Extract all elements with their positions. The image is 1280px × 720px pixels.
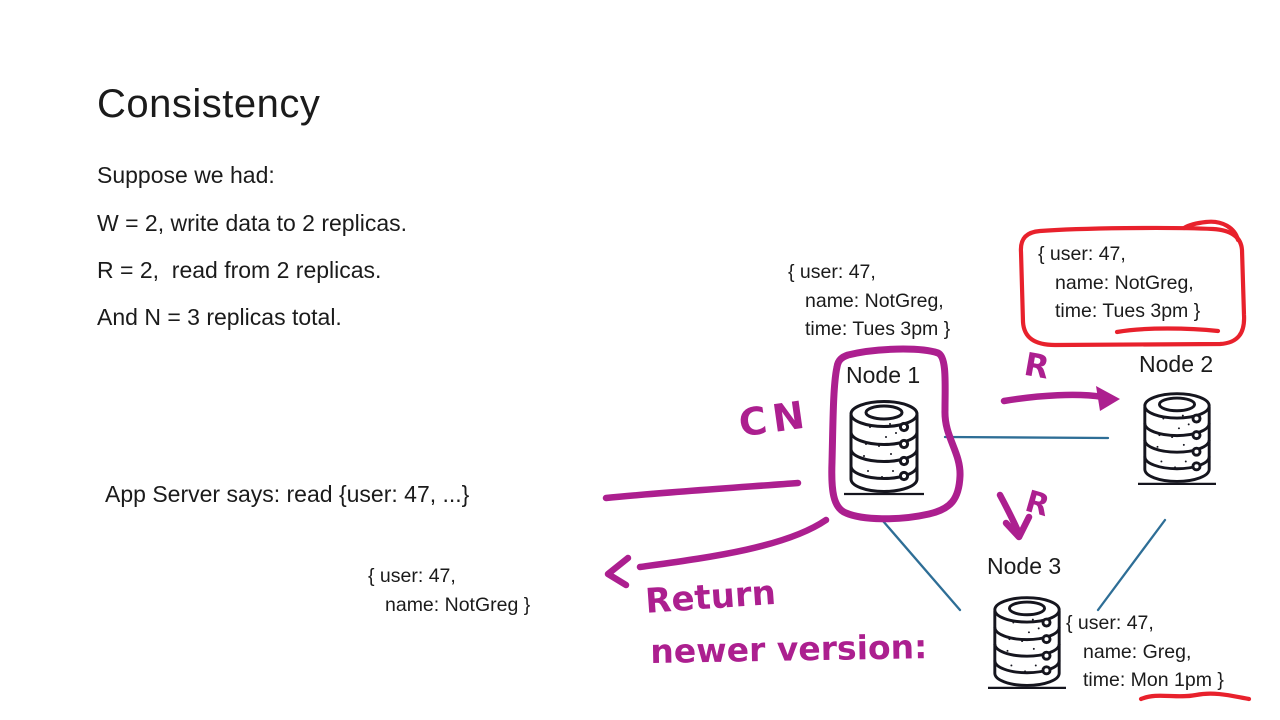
node2-record-line: name: NotGreg,: [1055, 271, 1194, 294]
node1-record-line: time: Tues 3pm }: [805, 318, 951, 340]
tues-3pm-underline: [1114, 326, 1221, 335]
read-label-node2: R: [1021, 345, 1053, 387]
body-line-suppose: Suppose we had:: [97, 162, 275, 188]
database-icon: [988, 596, 1066, 690]
return-arrow-head: [604, 554, 632, 589]
node1-record-line: name: NotGreg,: [805, 289, 944, 312]
node3-record: { user: 47, name: Greg, time: Mon 1pm }: [1066, 609, 1224, 695]
database-icon: [844, 400, 924, 496]
slide-title: Consistency: [97, 82, 321, 126]
connector-node1-node2: [943, 435, 1110, 440]
read-arrow-node2-shaft: [1000, 391, 1107, 405]
return-arrow-shaft: [636, 516, 830, 571]
node3-label: Node 3: [987, 553, 1062, 579]
connector-node2-node3: [1096, 518, 1167, 612]
app-server-to-node1-stroke: [602, 479, 802, 502]
body-line-r: R = 2, read from 2 replicas.: [97, 257, 382, 283]
return-note-line1: Return: [644, 572, 778, 622]
return-note-line2: newer version:: [650, 627, 928, 671]
returned-record-line: name: NotGreg }: [385, 593, 531, 616]
returned-record: { user: 47, name: NotGreg }: [368, 562, 530, 619]
read-arrow-node3-shaft: [996, 491, 1021, 533]
app-server-line: App Server says: read {user: 47, ...}: [105, 481, 470, 507]
node1-record-line: { user: 47,: [788, 261, 876, 283]
node3-record-line: time: Mon 1pm }: [1083, 669, 1224, 691]
returned-record-line: { user: 47,: [368, 565, 456, 587]
read-label-node3: R: [1021, 484, 1054, 525]
node2-label: Node 2: [1139, 351, 1214, 377]
coordinator-node-label: CN: [736, 392, 814, 446]
node2-record-circle-overshoot: [1181, 219, 1241, 243]
node3-record-line: name: Greg,: [1083, 640, 1192, 663]
node1-label: Node 1: [846, 362, 921, 388]
body-line-n: And N = 3 replicas total.: [97, 304, 342, 330]
connector-node1-node3: [881, 519, 962, 612]
node2-record-line: time: Tues 3pm }: [1055, 300, 1201, 322]
body-line-w: W = 2, write data to 2 replicas.: [97, 210, 407, 236]
read-arrow-node3-head: [1002, 513, 1033, 541]
node1-record: { user: 47, name: NotGreg, time: Tues 3p…: [788, 258, 950, 344]
node2-record-line: { user: 47,: [1038, 243, 1126, 265]
node2-record: { user: 47, name: NotGreg, time: Tues 3p…: [1038, 240, 1200, 326]
database-icon: [1138, 392, 1216, 486]
node3-record-line: { user: 47,: [1066, 612, 1154, 634]
read-arrow-node2-head: [1096, 386, 1120, 411]
